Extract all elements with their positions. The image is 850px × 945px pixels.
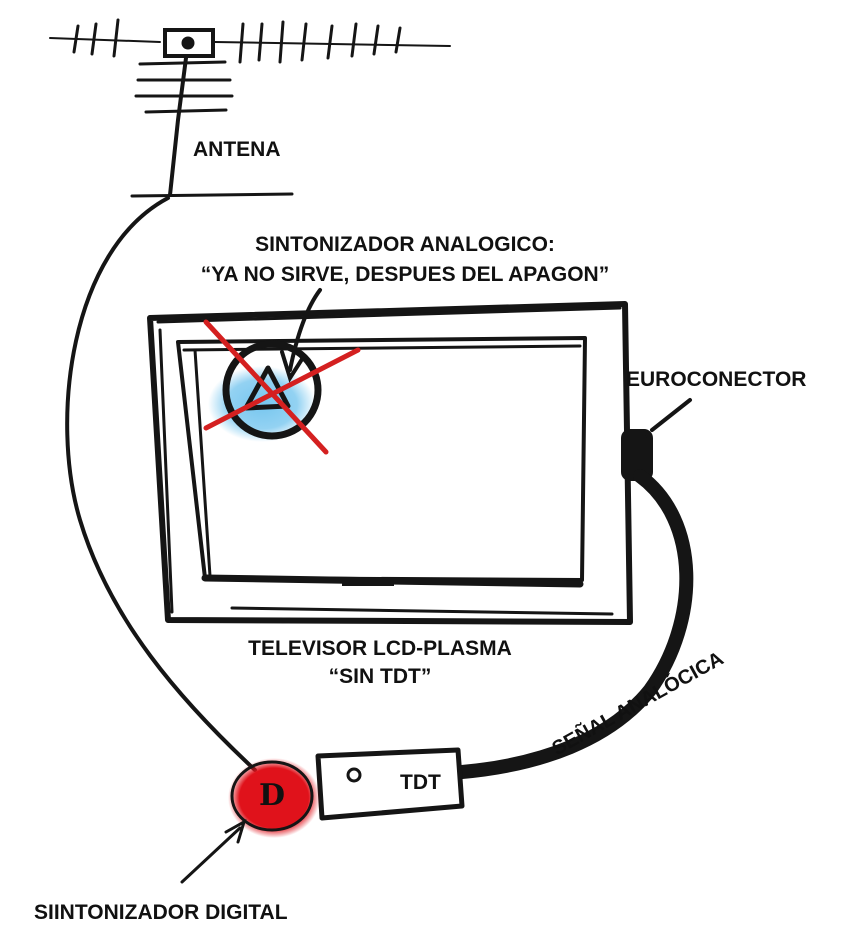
digital-tuner-fill [228, 758, 320, 838]
analog-tuner-title: SINTONIZADOR ANALOGICO: [255, 233, 555, 256]
digital-tuner-label: SIINTONIZADOR DIGITAL [34, 901, 288, 924]
analog-tuner-circle [222, 340, 322, 440]
tv-screen [176, 336, 587, 582]
antenna-base [130, 192, 294, 198]
scart-pointer [650, 398, 692, 432]
scart-label: EUROCONECTOR [626, 368, 807, 391]
analog-tuner-drawing [203, 288, 361, 455]
antenna-mount [163, 28, 215, 58]
digital-tuner-outline [230, 760, 314, 832]
antenna-label: ANTENA [193, 138, 281, 161]
antenna-boom [49, 37, 451, 47]
analog-tuner-pointer [288, 288, 322, 372]
cross-out-mark [203, 319, 361, 455]
analog-tuner-symbol [243, 365, 291, 411]
antenna-drawing [49, 18, 451, 198]
tv-logo-bar [342, 578, 394, 586]
antenna-elements-left [72, 18, 120, 58]
tdt-box-drawing [315, 747, 465, 821]
antenna-cable [65, 196, 257, 772]
analog-tuner-quote: “YA NO SIRVE, DESPUES DEL APAGON” [200, 263, 610, 286]
digital-tuner-symbol: D [259, 778, 286, 813]
tdt-box-body [315, 747, 465, 821]
antenna-elements-right [238, 20, 402, 64]
television-drawing [147, 301, 633, 625]
tv-quote: “SIN TDT” [328, 665, 432, 688]
tdt-led [346, 767, 362, 783]
antenna-mount-bolt [181, 36, 195, 50]
analog-signal-cable [455, 469, 694, 779]
tv-title: TELEVISOR LCD-PLASMA [248, 637, 512, 660]
digital-tuner-drawing [180, 758, 320, 884]
digital-tuner-pointer [180, 826, 242, 884]
antenna-reflector [134, 60, 234, 114]
antenna-mast [168, 56, 188, 197]
scart-connector-drawing [455, 398, 694, 779]
tv-outer-frame [147, 301, 633, 625]
tdt-box-label: TDT [400, 771, 441, 794]
